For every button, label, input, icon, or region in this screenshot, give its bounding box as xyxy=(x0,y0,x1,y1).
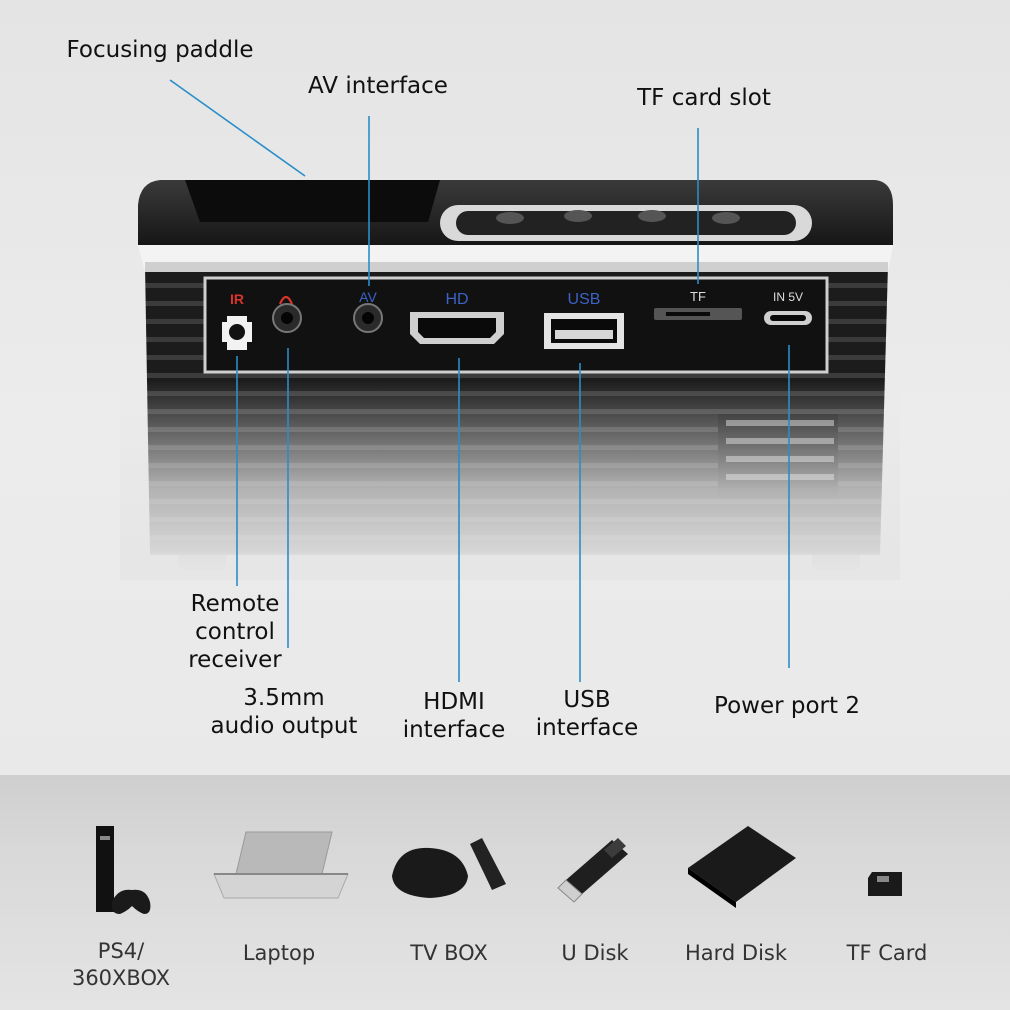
rear-connector-panel xyxy=(203,276,829,374)
headphone-icon xyxy=(278,295,294,305)
game-console-icon xyxy=(96,826,151,914)
laptop-icon xyxy=(213,831,349,899)
tv-box-icon xyxy=(392,838,506,898)
usb-port-icon xyxy=(544,313,624,349)
panel-label-in5v: IN 5V xyxy=(773,290,803,304)
top-button-panel xyxy=(440,205,812,241)
leader-focusing-paddle xyxy=(169,79,306,177)
callout-hdmi-interface: HDMI interface xyxy=(402,689,506,743)
callout-remote-receiver: Remote control receiver xyxy=(188,591,282,673)
callout-audio-output: 3.5mm audio output xyxy=(210,685,358,739)
device-label-console: PS4/ 360XBOX xyxy=(71,939,171,990)
device-label-u-disk: U Disk xyxy=(561,941,629,965)
device-label-hard-disk: Hard Disk xyxy=(684,941,788,965)
usb-drive-icon xyxy=(557,838,628,903)
callout-tf-card-slot: TF card slot xyxy=(637,85,771,111)
callout-av-interface: AV interface xyxy=(308,73,448,99)
tf-card-icon xyxy=(868,872,902,896)
callout-power-port: Power port 2 xyxy=(714,693,860,719)
device-label-tf-card: TF Card xyxy=(846,941,928,965)
panel-label-hd: HD xyxy=(445,291,468,308)
hard-disk-icon xyxy=(688,826,796,908)
devices-strip xyxy=(0,775,1010,1010)
device-label-tv-box: TV BOX xyxy=(410,941,488,965)
panel-label-ir: IR xyxy=(230,291,244,307)
ir-receiver-icon xyxy=(222,316,252,350)
callout-usb-interface: USB interface xyxy=(535,687,639,741)
hdmi-port-icon xyxy=(410,312,504,344)
panel-label-tf: TF xyxy=(690,289,706,304)
callout-focusing-paddle: Focusing paddle xyxy=(66,37,254,63)
focusing-paddle-recess xyxy=(185,180,440,222)
device-label-laptop: Laptop xyxy=(242,941,316,965)
panel-label-av: AV xyxy=(359,289,377,305)
panel-label-usb: USB xyxy=(568,291,601,308)
